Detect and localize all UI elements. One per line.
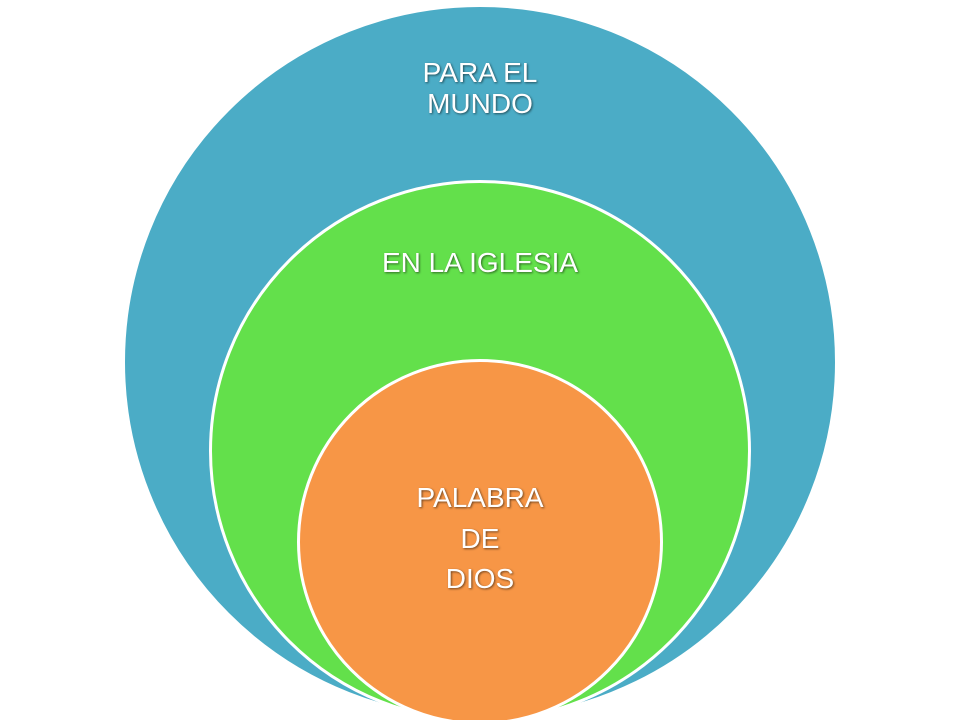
inner-circle-label: PALABRA DE DIOS: [380, 478, 580, 600]
inner-label-line-2: DE: [460, 522, 500, 554]
outer-circle-label: PARA EL MUNDO: [380, 57, 580, 120]
outer-label-line-2: MUNDO: [427, 87, 533, 119]
middle-circle-label: EN LA IGLESIA: [381, 247, 579, 278]
inner-circle-palabra-de-dios: [297, 359, 663, 720]
inner-label-line-1: PALABRA: [416, 482, 544, 513]
inner-label-line-3: DIOS: [445, 563, 515, 595]
outer-label-line-1: PARA EL: [422, 57, 538, 88]
